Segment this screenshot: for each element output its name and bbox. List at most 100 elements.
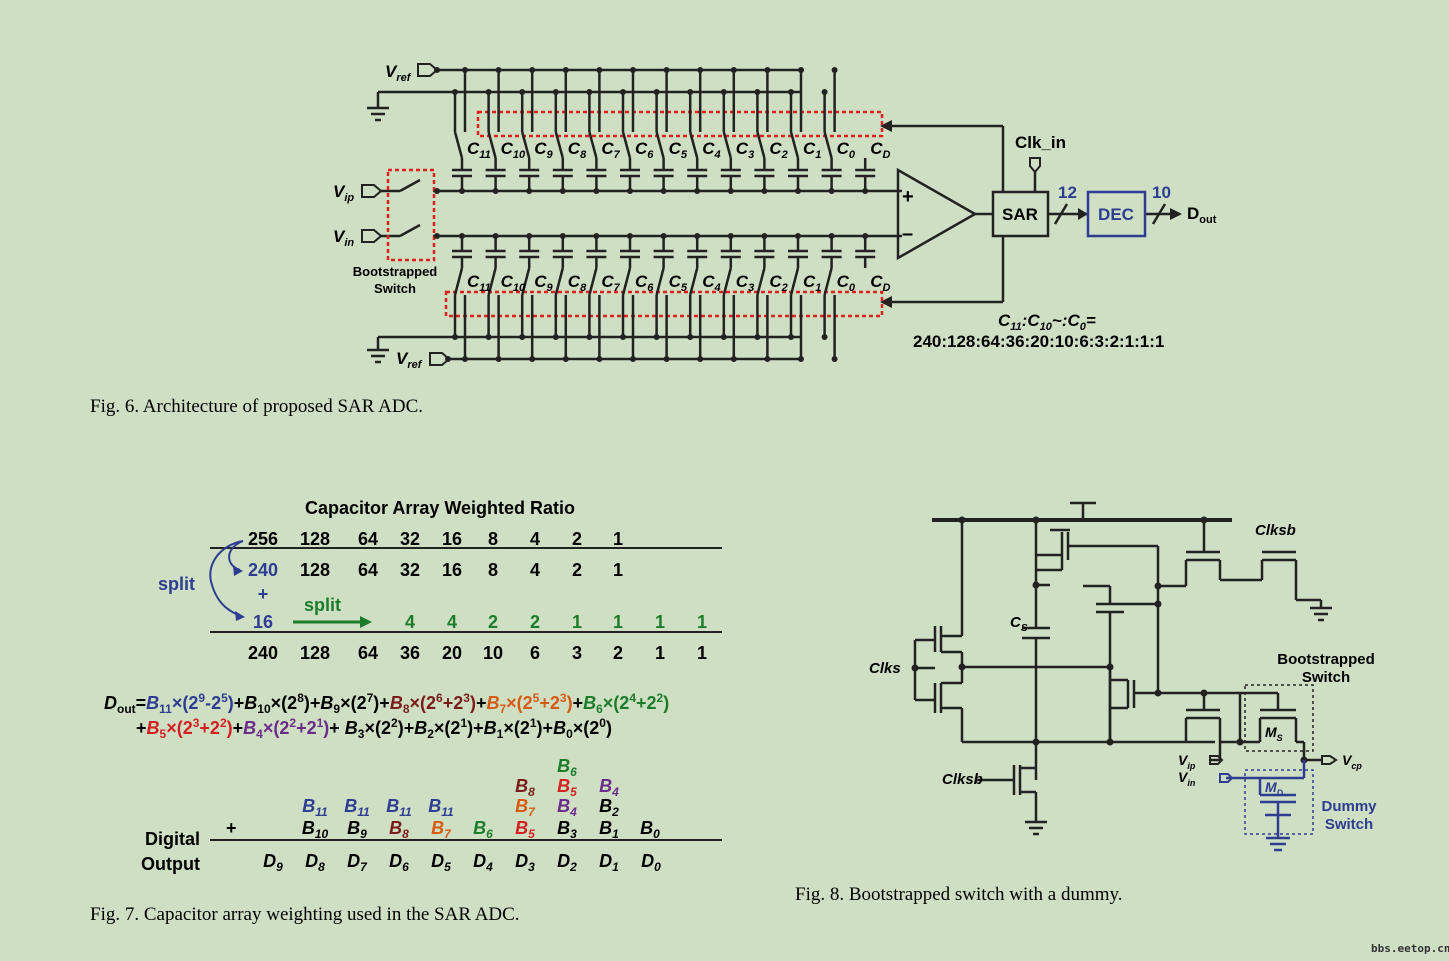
ratio-row1-cell: 128 [300, 529, 330, 549]
ratio-row2-cell: 8 [488, 560, 498, 580]
ratio-row4-cell: 3 [572, 643, 582, 663]
dummy-switch-label: Switch [1325, 816, 1373, 833]
fig7-caption: Fig. 7. Capacitor array weighting used i… [90, 904, 520, 925]
cap-label: C8 [568, 139, 587, 161]
fig8-caption: Fig. 8. Bootstrapped switch with a dummy… [795, 884, 1123, 905]
cap-label: C10 [501, 272, 526, 294]
vref-top-label: Vref [385, 62, 412, 84]
cap-label: C5 [669, 139, 688, 161]
dec-label: DEC [1098, 205, 1134, 224]
output-d-bit: D0 [641, 851, 661, 874]
ratio-row3-cell: 4 [447, 612, 457, 632]
cap-column [754, 67, 775, 362]
digital-bit: B4 [557, 796, 577, 819]
clksb-top-label: Clksb [1255, 522, 1296, 539]
digital-bit: B6 [557, 756, 577, 779]
vip-label: Vip [333, 182, 354, 204]
dout-formula-line2: +B5×(23+22)+B4×(22+21)+ B3×(22)+B2×(21)+… [136, 716, 612, 741]
ratio-row4-cell: 20 [442, 643, 462, 663]
ratio-row4-cell: 2 [613, 643, 623, 663]
cap-label: C10 [501, 139, 526, 161]
output-d-bit: D6 [389, 851, 409, 874]
ratio-row1-cell: 2 [572, 529, 582, 549]
cap-label: C1 [803, 139, 821, 161]
cap-label: C2 [769, 272, 787, 294]
ratio-row3-cell: 1 [697, 612, 707, 632]
dout-label: Dout [1187, 204, 1217, 226]
fig7-title: Capacitor Array Weighted Ratio [305, 498, 575, 518]
digital-bit: B5 [557, 776, 577, 799]
digital-bit: B11 [344, 796, 370, 819]
cap-label: C9 [534, 272, 553, 294]
ratio-row2-cell: 1 [613, 560, 623, 580]
ratio-row3-cell: 2 [530, 612, 540, 632]
cap-label: C6 [635, 272, 654, 294]
clk-in-label: Clk_in [1015, 133, 1066, 152]
cap-label: C4 [702, 139, 720, 161]
cap-column [552, 67, 573, 362]
cap-column [519, 67, 540, 362]
output-d-bit: D2 [557, 851, 577, 874]
cap-label: C2 [769, 139, 787, 161]
vref-bottom-label: Vref [396, 349, 423, 371]
cap-column [620, 67, 640, 362]
digital-bit: B2 [599, 796, 619, 819]
ratio-row1-cell: 1 [613, 529, 623, 549]
cap-column [855, 158, 876, 268]
digital-label: Digital [145, 829, 200, 849]
digital-bit: B5 [515, 818, 535, 841]
ratio-row4-cell: 128 [300, 643, 330, 663]
ratio-row2-cell: 128 [300, 560, 330, 580]
output-d-bit: D8 [305, 851, 325, 874]
output-d-bit: D1 [599, 851, 619, 874]
split-arrow-label: split [304, 595, 341, 615]
ratio-line1: C11:C10~:C0= [998, 311, 1096, 333]
ratio-row3-cell: 2 [488, 612, 498, 632]
digital-bit: B7 [431, 818, 452, 841]
digital-bit: B6 [473, 818, 493, 841]
ms-label: MS [1265, 724, 1283, 743]
cap-column [586, 67, 607, 362]
watermark: bbs.eetop.cn [1371, 942, 1449, 955]
sar-bits-label: 12 [1058, 183, 1077, 202]
vin-fig8-label: Vin [1178, 769, 1196, 788]
ratio-row4-cell: 1 [655, 643, 665, 663]
digital-bit: B9 [347, 818, 367, 841]
output-label: Output [141, 854, 200, 874]
cap-label: C3 [736, 272, 754, 294]
fig8-bootstrapped-label: Bootstrapped [1277, 651, 1375, 668]
cap-column [452, 67, 472, 362]
ratio-row4-cell: 64 [358, 643, 378, 663]
ratio-row3-first: 16 [253, 612, 273, 632]
output-d-bit: D5 [431, 851, 451, 874]
ratio-row1-cell: 8 [488, 529, 498, 549]
cap-label: CD [870, 139, 890, 161]
fig6-caption: Fig. 6. Architecture of proposed SAR ADC… [90, 396, 424, 417]
cap-label: C1 [803, 272, 821, 294]
output-d-bit: D9 [263, 851, 283, 874]
ratio-row3-cell: 4 [405, 612, 415, 632]
digital-bit: B11 [386, 796, 412, 819]
ratio-row2-cell: 64 [358, 560, 378, 580]
md-label: MD [1265, 779, 1284, 798]
digital-bit: B11 [302, 796, 328, 819]
ratio-row3-cell: 1 [572, 612, 582, 632]
cap-column [720, 67, 741, 362]
ratio-row2-cell: 2 [572, 560, 582, 580]
dec-bits-label: 10 [1152, 183, 1171, 202]
cap-column [821, 67, 842, 362]
cap-column [687, 67, 708, 362]
bootstrapped-label: Bootstrapped [353, 264, 438, 279]
cap-label: C11 [467, 272, 491, 294]
cap-label: C8 [568, 272, 587, 294]
cap-label: C0 [837, 139, 856, 161]
ratio-row4-cell: 1 [697, 643, 707, 663]
vip-fig8-label: Vip [1178, 752, 1196, 771]
ratio-row1-cell: 256 [248, 529, 278, 549]
cap-label: C0 [837, 272, 856, 294]
cap-label: C5 [669, 272, 688, 294]
ratio-row4-cell: 6 [530, 643, 540, 663]
sar-label: SAR [1002, 205, 1038, 224]
output-d-bit: D4 [473, 851, 493, 874]
